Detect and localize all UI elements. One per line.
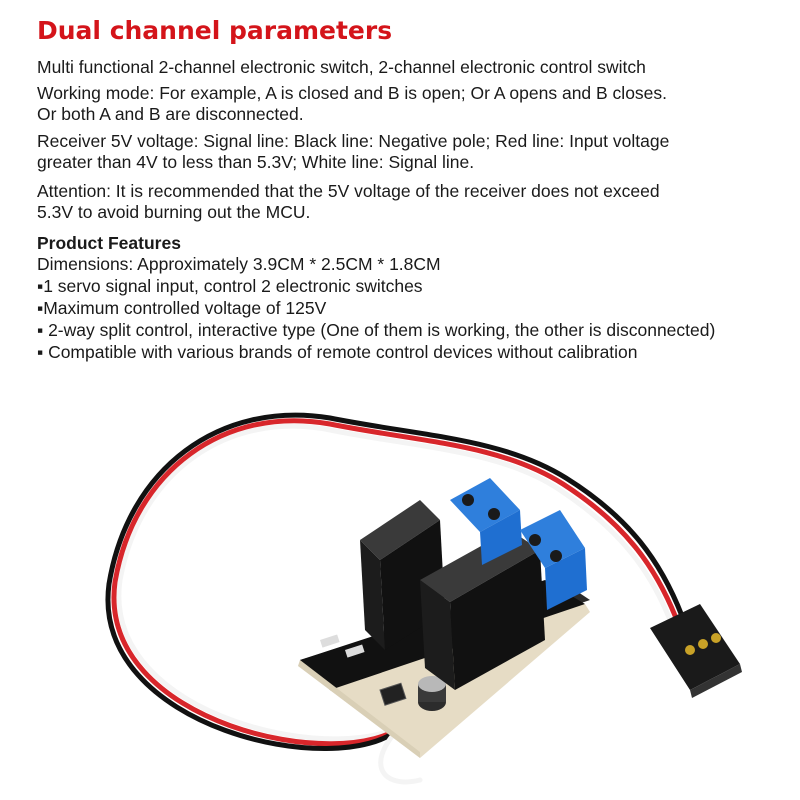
servo-connector xyxy=(650,604,742,698)
intro-line: Multi functional 2-channel electronic sw… xyxy=(37,57,646,77)
features-heading: Product Features xyxy=(37,233,181,253)
terminal-block-right xyxy=(520,510,587,610)
feature-item: ▪ 2-way split control, interactive type … xyxy=(37,320,716,340)
feature-item: ▪Maximum controlled voltage of 125V xyxy=(37,298,327,318)
terminal-block-left xyxy=(450,478,522,565)
relay-module-photo xyxy=(105,412,742,785)
receiver-line-1: Receiver 5V voltage: Signal line: Black … xyxy=(37,131,670,151)
features-dimensions: Dimensions: Approximately 3.9CM * 2.5CM … xyxy=(37,254,441,274)
working-mode-line-1: Working mode: For example, A is closed a… xyxy=(37,83,668,103)
feature-item: ▪1 servo signal input, control 2 electro… xyxy=(37,276,423,296)
working-mode-line-2: Or both A and B are disconnected. xyxy=(37,104,304,124)
attention-line-2: 5.3V to avoid burning out the MCU. xyxy=(37,202,311,222)
feature-item: ▪ Compatible with various brands of remo… xyxy=(37,342,638,362)
attention-line-1: Attention: It is recommended that the 5V… xyxy=(37,181,660,201)
receiver-line-2: greater than 4V to less than 5.3V; White… xyxy=(37,152,475,172)
page-title: Dual channel parameters xyxy=(37,16,393,45)
